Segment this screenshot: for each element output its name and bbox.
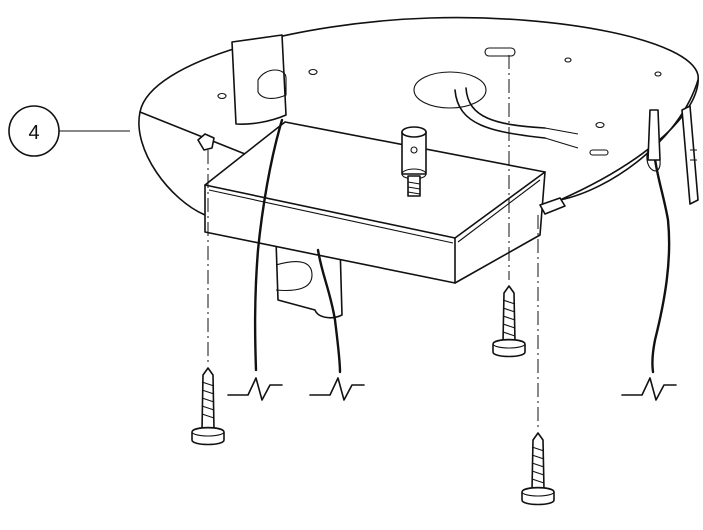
support-cable-middle <box>309 248 365 401</box>
mounting-bracket-side <box>681 105 699 205</box>
mounting-hole <box>217 92 227 100</box>
mounting-bracket-top <box>231 34 287 125</box>
mounting-screw-right <box>521 432 555 506</box>
slot-hole <box>484 47 516 57</box>
support-cable-left <box>227 118 284 401</box>
slot-hole <box>589 149 609 156</box>
box-tab <box>539 197 566 215</box>
junction-box <box>204 121 566 284</box>
cable-clip <box>647 109 661 161</box>
supply-wires <box>454 87 579 149</box>
mounting-hole <box>595 121 605 129</box>
mounting-hole <box>308 68 318 76</box>
support-cable-right <box>621 109 677 401</box>
threaded-rod <box>407 175 421 197</box>
center-coupling <box>401 126 427 197</box>
small-tab <box>197 133 215 151</box>
mounting-bracket-bottom <box>275 239 343 319</box>
mounting-screw-left <box>191 367 225 446</box>
mounting-hole <box>564 57 572 63</box>
callout-4: 4 <box>8 105 130 157</box>
mounting-hole <box>654 71 662 77</box>
wire-knockout-hole <box>413 71 487 109</box>
mounting-screw-center <box>492 285 526 358</box>
callout-number: 4 <box>28 122 39 144</box>
